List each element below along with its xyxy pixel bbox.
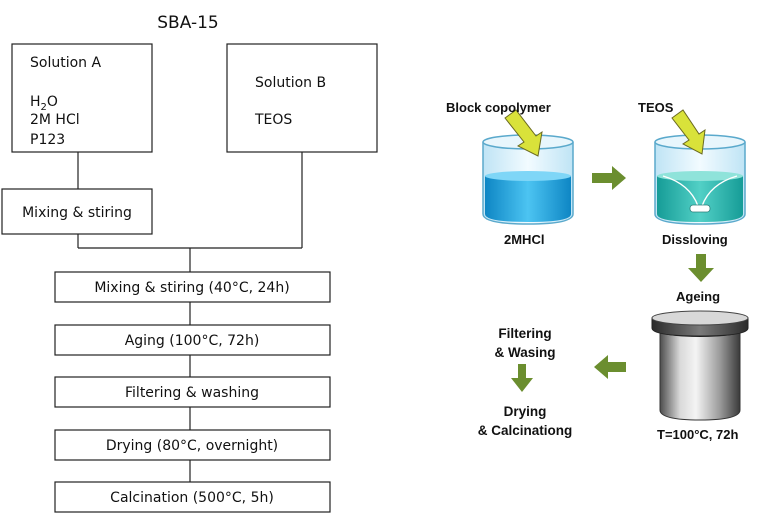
drying-label-line2: & Calcinationg [478,423,573,438]
solution-a-item-hcl: 2M HCl [30,112,80,128]
ageing-label: Ageing [676,289,720,304]
solution-a-item-water: H2O [30,94,58,113]
mixing-label: Mixing & stiring [22,205,132,221]
step-label-calcination: Calcination (500°C, 5h) [110,490,274,506]
teos-pointer-icon [671,109,706,155]
flowchart-title: SBA-15 [157,13,218,33]
step-box-calcination [54,481,331,513]
solution-a-title: Solution A [30,55,101,71]
vessel-caption: T=100°C, 72h [657,427,738,442]
step-box-aging [54,324,331,356]
step-box-filtering [54,376,331,408]
step-box-drying [54,429,331,461]
arrow-down-small-icon [511,364,533,392]
beaker-1-icon [482,134,574,225]
block-copolymer-pointer-icon [504,109,543,157]
beaker-2-icon [654,134,746,225]
filtering-label-line2: & Wasing [494,345,555,360]
step-label-drying: Drying (80°C, overnight) [106,438,278,454]
solution-b-item-teos: TEOS [254,112,292,128]
solution-a-box [11,43,153,153]
step-label-filtering: Filtering & washing [125,385,259,401]
filtering-label-line1: Filtering [498,326,551,341]
solution-a-item-p123: P123 [30,132,65,148]
mixing-box [1,188,153,235]
block-copolymer-label: Block copolymer [446,100,551,115]
teos-label: TEOS [638,100,674,115]
arrow-down-icon [688,254,714,282]
step-label-aging: Aging (100°C, 72h) [125,333,260,349]
step-label-mixing-40c: Mixing & stiring (40°C, 24h) [94,280,289,296]
autoclave-icon [651,310,749,421]
arrow-left-icon [594,355,626,379]
step-box-mixing-40c [54,271,331,303]
drying-label-line1: Drying [504,404,547,419]
solution-b-box [226,43,378,153]
beaker-2-caption: Dissloving [662,232,728,247]
solution-b-title: Solution B [255,75,326,91]
arrow-right-icon [592,166,626,190]
beaker-1-caption: 2MHCl [504,232,544,247]
